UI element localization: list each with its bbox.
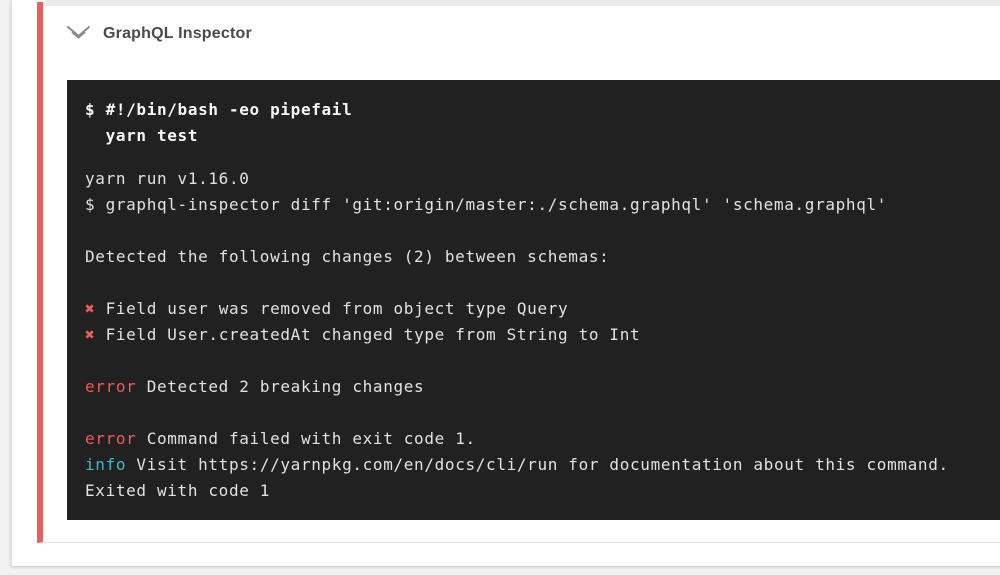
chevron-double-down-icon[interactable] <box>65 22 92 45</box>
terminal-line: info Visit https://yarnpkg.com/en/docs/c… <box>85 452 1000 478</box>
terminal-segment-red: error <box>85 429 137 448</box>
terminal-line: $ #!/bin/bash -eo pipefail <box>85 97 1000 123</box>
terminal-line: Detected the following changes (2) betwe… <box>85 244 1000 270</box>
terminal-line <box>85 270 1000 296</box>
terminal-line: ✖ Field user was removed from object typ… <box>85 296 1000 322</box>
terminal-line <box>85 218 1000 244</box>
terminal-segment: Visit https://yarnpkg.com/en/docs/cli/ru… <box>126 455 949 474</box>
terminal-segment: $ graphql-inspector diff 'git:origin/mas… <box>85 195 888 214</box>
terminal-line: Exited with code 1 <box>85 478 1000 504</box>
terminal-segment: $ #!/bin/bash -eo pipefail <box>85 100 353 119</box>
terminal-line: ✖ Field User.createdAt changed type from… <box>85 322 1000 348</box>
terminal-segment: Detected the following changes (2) betwe… <box>85 247 610 266</box>
terminal-line: error Detected 2 breaking changes <box>85 374 1000 400</box>
terminal-segment: yarn run v1.16.0 <box>85 169 250 188</box>
terminal-segment: Command failed with exit code 1. <box>136 429 476 448</box>
terminal-segment: yarn test <box>85 126 199 145</box>
step-title: GraphQL Inspector <box>103 24 252 42</box>
card-top-gap <box>43 0 1000 6</box>
terminal-segment: Exited with code 1 <box>85 481 271 500</box>
terminal-segment-red: ✖ <box>85 299 96 318</box>
terminal-line <box>85 149 1000 166</box>
terminal-segment: Detected 2 breaking changes <box>136 377 425 396</box>
step-header[interactable]: GraphQL Inspector <box>65 22 252 45</box>
terminal-line: yarn run v1.16.0 <box>85 166 1000 192</box>
terminal-segment-red: ✖ <box>85 325 96 344</box>
terminal-line: yarn test <box>85 123 1000 149</box>
terminal-segment-cyan: info <box>85 455 127 474</box>
terminal-line: error Command failed with exit code 1. <box>85 426 1000 452</box>
terminal-output[interactable]: $ #!/bin/bash -eo pipefail yarn test yar… <box>67 80 1000 520</box>
step-card-graphql-inspector: GraphQL Inspector $ #!/bin/bash -eo pipe… <box>37 2 1000 543</box>
terminal-line: $ graphql-inspector diff 'git:origin/mas… <box>85 192 1000 218</box>
terminal-segment: Field user was removed from object type … <box>95 299 569 318</box>
terminal-segment: Field User.createdAt changed type from S… <box>95 325 641 344</box>
terminal-segment-red: error <box>85 377 137 396</box>
build-output-panel: GraphQL Inspector $ #!/bin/bash -eo pipe… <box>11 0 1000 566</box>
terminal-line <box>85 348 1000 374</box>
terminal-line <box>85 400 1000 426</box>
